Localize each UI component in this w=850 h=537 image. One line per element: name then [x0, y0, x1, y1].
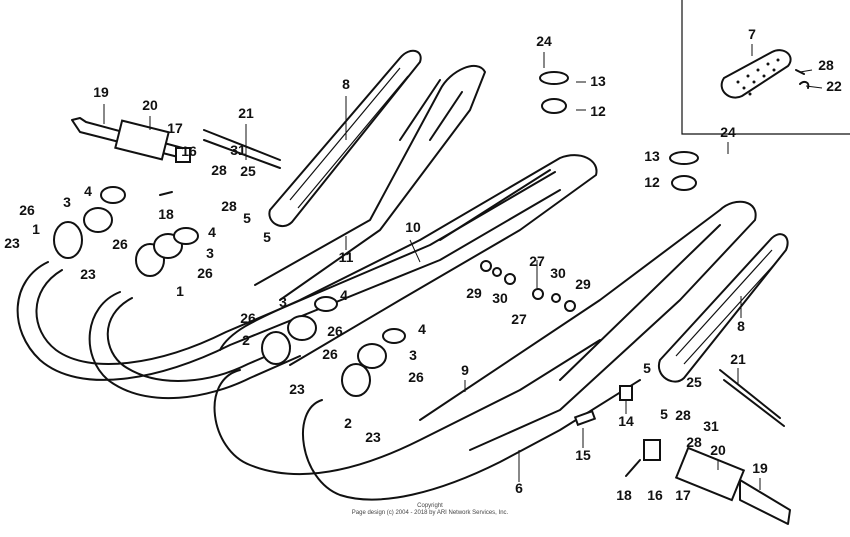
part-number-label: 22	[826, 78, 842, 94]
part-number-label: 26	[327, 323, 343, 339]
part-number-label: 25	[686, 374, 702, 390]
part-number-label: 4	[418, 321, 426, 337]
leader-lines	[103, 44, 823, 490]
part-number-label: 23	[289, 381, 305, 397]
part-number-label: 17	[675, 487, 691, 503]
exhaust-pipe-left-inner	[88, 291, 301, 400]
exhaust-pipe-left-outer	[16, 171, 561, 381]
part-number-label: 21	[238, 105, 254, 121]
part-number-label: 11	[339, 249, 354, 265]
part-number-label: 15	[575, 447, 591, 463]
muffler-left	[254, 65, 486, 301]
part-number-label: 29	[466, 285, 482, 301]
part-number-label: 8	[737, 318, 745, 334]
part-number-label: 13	[644, 148, 660, 164]
part-number-label: 25	[240, 163, 256, 179]
part-number-label: 16	[647, 487, 663, 503]
part-number-label: 29	[575, 276, 591, 292]
part-number-label: 6	[515, 480, 523, 496]
footpeg-left-assembly	[71, 117, 281, 196]
part-number-label: 12	[644, 174, 660, 190]
part-number-label: 19	[752, 460, 768, 476]
part-number-label: 5	[243, 210, 251, 226]
exhaust-pipe-right-outer	[213, 339, 641, 501]
grip-inset-frame	[681, 0, 850, 135]
part-number-label: 20	[142, 97, 158, 113]
small-brackets	[573, 385, 633, 427]
part-number-label: 24	[536, 33, 552, 49]
part-number-label: 26	[197, 265, 213, 281]
exhaust-joint-flanges	[53, 186, 406, 397]
part-number-label: 31	[703, 418, 719, 434]
part-number-label: 2	[344, 415, 352, 431]
part-number-label: 8	[342, 76, 350, 92]
part-number-label: 14	[618, 413, 634, 429]
footpeg-right-assembly	[625, 369, 791, 525]
part-number-label: 28	[675, 407, 691, 423]
footpeg-rubber-grip	[720, 49, 810, 99]
part-number-label: 3	[409, 347, 417, 363]
part-number-label: 30	[492, 290, 508, 306]
part-number-label: 20	[710, 442, 726, 458]
part-number-label: 10	[405, 219, 421, 235]
muffler-protector-left	[268, 49, 422, 228]
part-number-label: 4	[84, 183, 92, 199]
part-number-label: 4	[208, 224, 216, 240]
part-number-label: 30	[550, 265, 566, 281]
part-number-label: 5	[263, 229, 271, 245]
part-number-label: 3	[279, 294, 287, 310]
part-number-label: 17	[167, 120, 183, 136]
part-number-label: 26	[408, 369, 424, 385]
muffler-protector-right	[657, 233, 789, 383]
part-number-labels: 1122333344445555678891011121213131415161…	[4, 26, 842, 503]
part-number-label: 23	[80, 266, 96, 282]
part-number-label: 3	[63, 194, 71, 210]
part-number-label: 26	[19, 202, 35, 218]
part-number-label: 1	[176, 283, 184, 299]
part-number-label: 23	[365, 429, 381, 445]
part-number-label: 1	[32, 221, 40, 237]
part-number-label: 21	[730, 351, 746, 367]
part-number-label: 24	[720, 124, 736, 140]
part-number-label: 5	[660, 406, 668, 422]
part-number-label: 16	[181, 143, 197, 159]
copyright-line-2: Page design (c) 2004 - 2018 by ARI Netwo…	[352, 510, 509, 516]
part-number-label: 18	[158, 206, 174, 222]
part-number-label: 5	[643, 360, 651, 376]
part-number-label: 18	[616, 487, 632, 503]
part-number-label: 28	[686, 434, 702, 450]
part-number-label: 9	[461, 362, 469, 378]
part-number-label: 3	[206, 245, 214, 261]
muffler-right	[419, 200, 757, 451]
part-number-label: 2	[242, 332, 250, 348]
part-number-label: 4	[340, 287, 348, 303]
clamp-bands	[539, 71, 699, 191]
part-number-label: 26	[322, 346, 338, 362]
part-number-label: 26	[112, 236, 128, 252]
part-number-label: 31	[230, 142, 246, 158]
part-number-label: 7	[748, 26, 756, 42]
washers-and-nuts	[480, 260, 576, 312]
part-number-label: 12	[590, 103, 606, 119]
part-number-label: 28	[211, 162, 227, 178]
part-number-label: 27	[529, 253, 545, 269]
part-number-label: 28	[221, 198, 237, 214]
part-number-label: 28	[818, 57, 834, 73]
part-number-label: 19	[93, 84, 109, 100]
copyright-line-1: Copyright	[417, 503, 443, 509]
muffler-center	[219, 154, 598, 366]
part-number-label: 26	[240, 310, 256, 326]
part-number-label: 27	[511, 311, 527, 327]
part-number-label: 13	[590, 73, 606, 89]
part-number-label: 23	[4, 235, 20, 251]
